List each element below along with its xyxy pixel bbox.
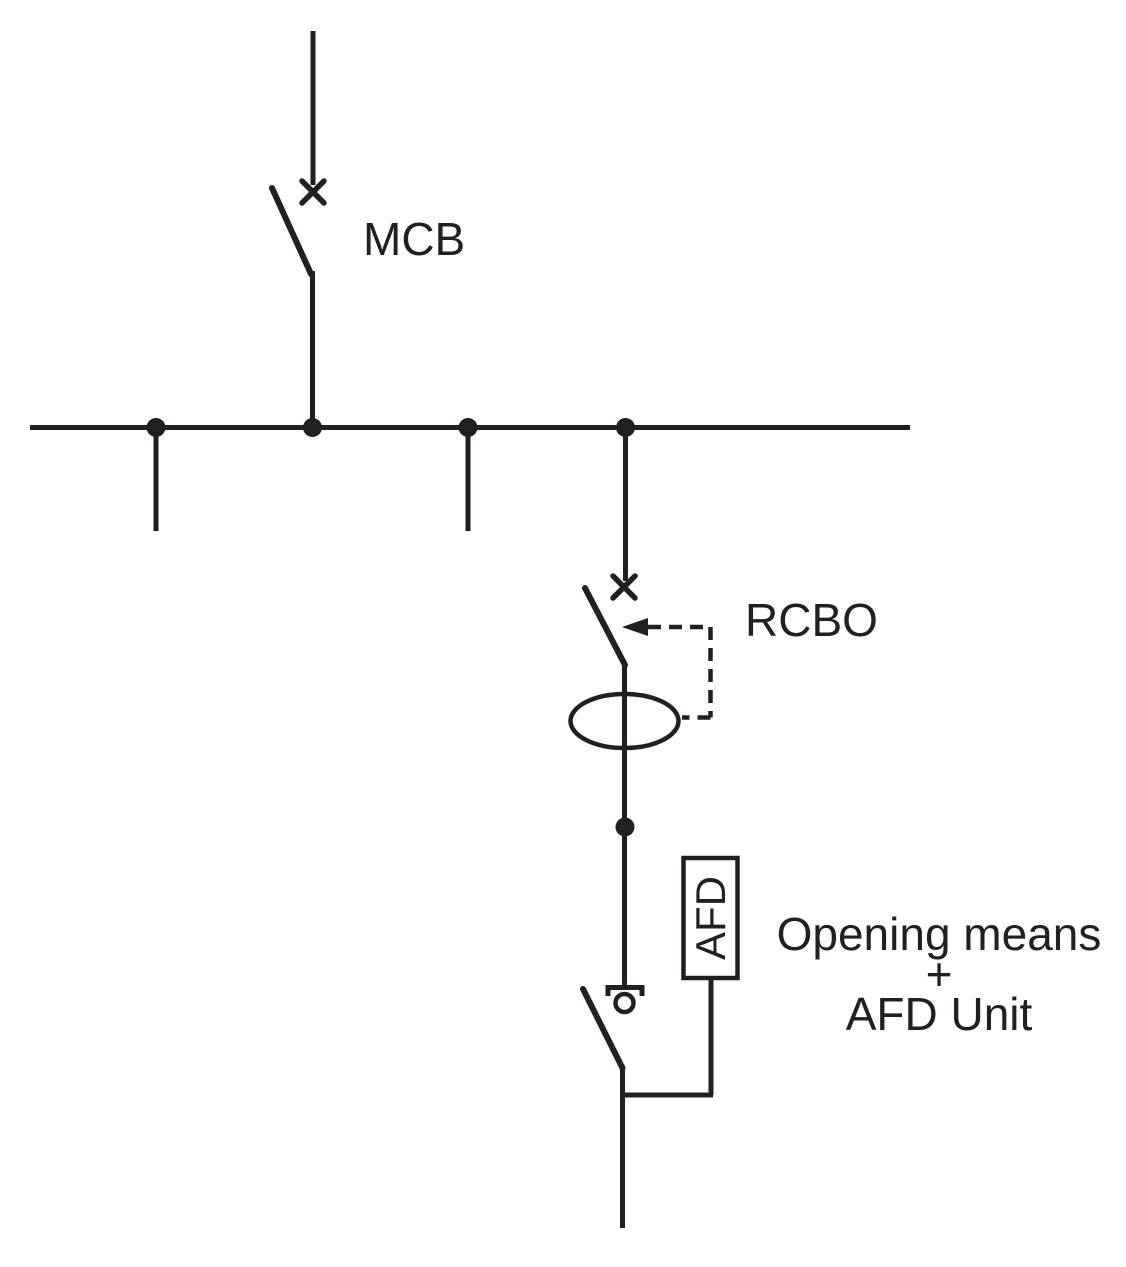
rcbo-contact-cross-icon [610, 573, 638, 601]
mcb-contact-cross-icon [299, 178, 327, 206]
contact-circle-icon [613, 991, 636, 1015]
opening-means-switch [580, 985, 645, 1228]
residual-current-toroid-icon [568, 691, 681, 751]
afd-box-label: AFD [687, 876, 734, 960]
rcbo-trip-link-arrow [622, 618, 713, 720]
arrowhead-icon [622, 618, 648, 636]
fixed-contact-bracket-icon [605, 985, 645, 996]
mcb-symbol [269, 31, 327, 430]
rcbo-switch-blade [582, 585, 628, 668]
busbar [30, 425, 910, 531]
note-line-2: + [926, 948, 953, 1000]
mcb-label: MCB [363, 213, 465, 265]
note-line-1: Opening means [777, 908, 1102, 960]
opening-means-note: Opening means + AFD Unit [777, 908, 1102, 1040]
junction-dot [615, 817, 635, 837]
afd-box [681, 855, 740, 981]
note-line-3: AFD Unit [846, 988, 1033, 1040]
junction-dot [303, 418, 322, 437]
junction-dot [146, 418, 166, 437]
junction-dot [458, 418, 478, 437]
rcbo-symbol [568, 427, 681, 985]
rcbo-label: RCBO [745, 594, 878, 646]
afd-unit: AFD [624, 855, 740, 1098]
mcb-switch-blade [269, 185, 314, 277]
opening-switch-blade [580, 986, 626, 1071]
